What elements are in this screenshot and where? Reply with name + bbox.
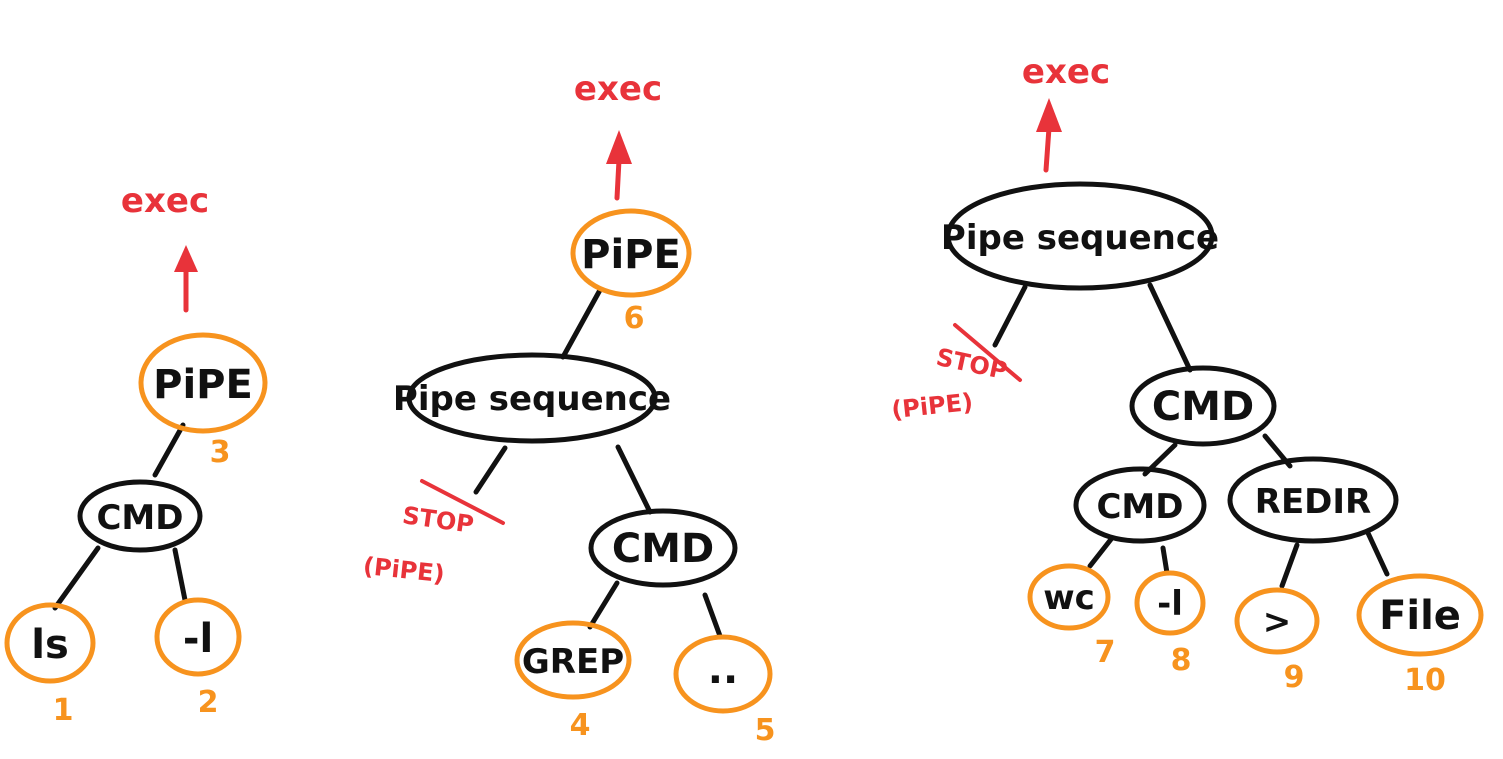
stop-sublabel: (PiPE) xyxy=(890,388,974,424)
edge xyxy=(172,547,188,603)
leaf-node: -l xyxy=(1134,570,1206,636)
edge xyxy=(560,287,603,360)
pipe-node-label: PiPE xyxy=(581,232,681,278)
cmd-node-label: CMD xyxy=(612,526,714,572)
redir-node: REDIR xyxy=(1227,456,1399,544)
leaf-node: wc xyxy=(1027,563,1111,631)
leaf-label: ls xyxy=(31,622,69,668)
edge xyxy=(1147,282,1193,373)
edge xyxy=(1160,545,1170,576)
stop-label: STOP xyxy=(401,501,476,539)
edge xyxy=(615,444,653,515)
leaf-index: 5 xyxy=(755,713,776,748)
leaf-index: 1 xyxy=(53,693,74,728)
tree-3: exec Pipe sequence STOP (PiPE) CMD xyxy=(890,52,1484,698)
leaf-label: -l xyxy=(183,616,213,662)
pipe-sequence-node: Pipe sequence xyxy=(393,352,671,444)
stop-annotation: STOP (PiPE) xyxy=(890,323,1022,424)
stop-label: STOP xyxy=(934,343,1010,385)
leaf-label: File xyxy=(1379,593,1461,639)
edge xyxy=(1365,530,1390,577)
pipe-sequence-label: Pipe sequence xyxy=(941,218,1219,258)
leaf-label: GREP xyxy=(522,642,624,682)
leaf-node: ls xyxy=(4,602,96,684)
pipe-node: PiPE xyxy=(138,332,268,434)
edge xyxy=(473,445,508,495)
exec-label: exec xyxy=(1022,52,1110,92)
inner-cmd-node: CMD xyxy=(1073,466,1207,544)
pipe-node-label: PiPE xyxy=(153,362,253,408)
exec-label: exec xyxy=(574,69,662,109)
leaf-index: 10 xyxy=(1404,663,1446,698)
leaf-label: wc xyxy=(1043,578,1095,618)
pipe-sequence-label: Pipe sequence xyxy=(393,379,671,419)
leaf-index: 7 xyxy=(1095,635,1116,670)
inner-cmd-label: CMD xyxy=(1096,487,1183,527)
cmd-node-label: CMD xyxy=(96,498,183,538)
exec-label: exec xyxy=(121,181,209,221)
pipe-node: PiPE xyxy=(570,208,692,298)
stop-annotation: STOP (PiPE) xyxy=(362,479,505,588)
leaf-node: > xyxy=(1234,587,1320,655)
leaf-index: 2 xyxy=(198,685,219,720)
leaf-index: 9 xyxy=(1284,660,1305,695)
leaf-label: .. xyxy=(708,647,738,693)
leaf-node: -l xyxy=(154,597,242,677)
leaf-node: .. xyxy=(673,634,773,714)
leaf-index: 8 xyxy=(1171,643,1192,678)
stop-sublabel: (PiPE) xyxy=(362,552,446,588)
pipe-sequence-node: Pipe sequence xyxy=(941,181,1219,291)
leaf-label: > xyxy=(1263,602,1292,642)
pipe-node-index: 3 xyxy=(210,435,231,470)
cmd-node: CMD xyxy=(77,479,203,553)
leaf-node: GREP xyxy=(514,620,632,700)
redir-label: REDIR xyxy=(1255,482,1371,522)
exec-arrow xyxy=(1036,98,1062,173)
edge xyxy=(152,422,186,478)
tree-2: exec PiPE 6 Pipe sequence STOP (PiPE) CM… xyxy=(362,69,776,748)
pipe-node-index: 6 xyxy=(624,301,645,336)
edge xyxy=(587,580,620,630)
edge xyxy=(1279,542,1300,589)
edge xyxy=(52,545,101,611)
cmd-node: CMD xyxy=(588,508,738,588)
cmd-node: CMD xyxy=(1129,365,1277,447)
edge xyxy=(1087,535,1115,569)
leaf-index: 4 xyxy=(570,708,591,743)
edge xyxy=(992,284,1028,348)
edge xyxy=(702,592,723,639)
tree-1: exec PiPE 3 CMD ls 1 -l 2 xyxy=(4,181,268,728)
exec-arrow xyxy=(174,245,198,313)
cmd-node-label: CMD xyxy=(1152,384,1254,430)
leaf-label: -l xyxy=(1157,584,1183,624)
leaf-node: File xyxy=(1356,573,1484,657)
exec-arrow xyxy=(606,130,632,201)
